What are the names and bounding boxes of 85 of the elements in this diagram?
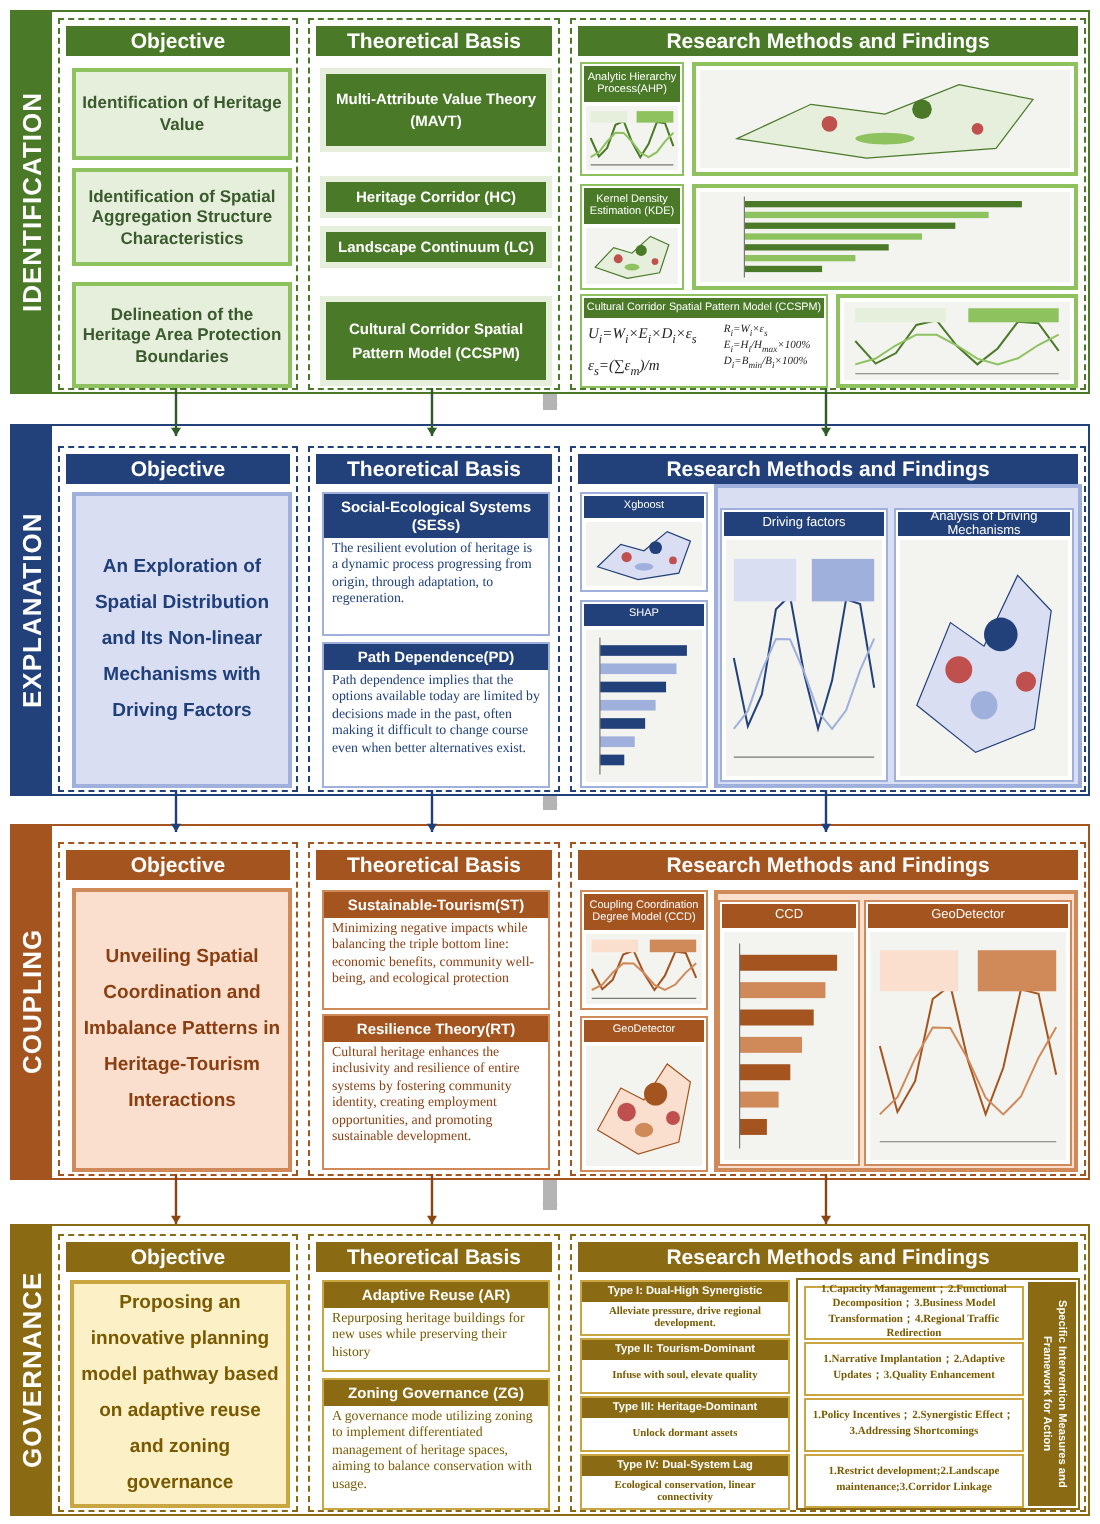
method-panel (580, 62, 684, 176)
arrow (171, 388, 181, 436)
section-panel (10, 1224, 1090, 1516)
theory-box (320, 226, 552, 268)
column-panel (58, 1234, 298, 1512)
column-header: Objective (66, 26, 290, 56)
column-header: Research Methods and Findings (578, 454, 1078, 484)
column-panel (308, 842, 560, 1176)
column-panel (58, 842, 298, 1176)
arrow (171, 1174, 181, 1224)
section-panel (10, 824, 1090, 1180)
arrow (427, 388, 437, 436)
column-header: Research Methods and Findings (578, 850, 1078, 880)
column-header: Theoretical Basis (316, 850, 552, 880)
column-header: Theoretical Basis (316, 1242, 552, 1272)
method-panel (580, 184, 684, 290)
theory-card (322, 1378, 550, 1510)
objective-text: Delineation of the Heritage Area Protection Boundaries (82, 303, 282, 367)
measure-box (804, 1454, 1024, 1508)
objective-box (72, 68, 292, 160)
section-label: IDENTIFICATION (12, 12, 52, 392)
theory-box (320, 176, 552, 218)
method-panel (580, 600, 708, 788)
column-header: Theoretical Basis (316, 454, 552, 484)
theory-card (322, 642, 550, 788)
objective-text: An Exploration of Spatial Distribution and Its Non-linear Mechanisms with Driving Factors (92, 553, 272, 727)
theory-card (322, 1280, 550, 1372)
block-arrow (542, 394, 558, 410)
method-panel (718, 900, 860, 1166)
method-panel (580, 492, 708, 592)
arrow (427, 1174, 437, 1224)
column-panel (570, 18, 1086, 390)
column-panel (308, 446, 560, 792)
section-label: COUPLING (12, 826, 52, 1178)
theory-card (322, 1014, 550, 1170)
type-card (580, 1454, 790, 1510)
column-panel (308, 18, 560, 390)
column-header: Research Methods and Findings (578, 1242, 1078, 1272)
column-panel (570, 1234, 1086, 1512)
objective-text: Identification of Heritage Value (82, 92, 282, 136)
theory-box (320, 296, 552, 386)
section-label: EXPLANATION (12, 426, 52, 794)
section-label: GOVERNANCE (12, 1226, 52, 1514)
column-header: Objective (66, 1242, 290, 1272)
method-panel (894, 508, 1074, 782)
column-header: Objective (66, 454, 290, 484)
measure-box (804, 1398, 1024, 1452)
arrow (171, 790, 181, 832)
type-card (580, 1338, 790, 1394)
theory-card (322, 890, 550, 1010)
theory-box (320, 68, 552, 152)
objective-box (72, 282, 292, 388)
method-panel (720, 508, 888, 782)
type-card (580, 1396, 790, 1452)
objective-box (72, 168, 292, 266)
method-panel (580, 890, 708, 1010)
theory-card (322, 492, 550, 636)
column-panel (570, 842, 1086, 1176)
method-panel (864, 900, 1072, 1166)
arrow (821, 388, 831, 436)
arrow (821, 790, 831, 832)
objective-text: Unveiling Spatial Coordination and Imbalance Patterns in Heritage-Tourism Interactions (82, 943, 282, 1117)
arrow (821, 1174, 831, 1224)
column-panel (308, 1234, 560, 1512)
block-arrow (542, 1180, 558, 1210)
section-panel (10, 10, 1090, 394)
column-panel (58, 446, 298, 792)
arrow (427, 790, 437, 832)
measures-panel (796, 1278, 1080, 1510)
column-header: Objective (66, 850, 290, 880)
objective-text: Proposing an innovative planning model pathway based on adaptive reuse and zoning governance (80, 1289, 280, 1499)
objective-text: Identification of Spatial Aggregation Structure Characteristics (86, 185, 278, 249)
block-arrow (542, 796, 558, 810)
column-panel (58, 18, 298, 390)
method-panel (580, 1016, 708, 1172)
objective-box (72, 888, 292, 1172)
column-header: Research Methods and Findings (578, 26, 1078, 56)
column-header: Theoretical Basis (316, 26, 552, 56)
measure-box (804, 1342, 1024, 1396)
type-card (580, 1280, 790, 1336)
section-panel (10, 424, 1090, 796)
measure-box (804, 1286, 1024, 1340)
objective-box (72, 492, 292, 788)
column-panel (570, 446, 1086, 792)
method-panel (580, 294, 828, 388)
